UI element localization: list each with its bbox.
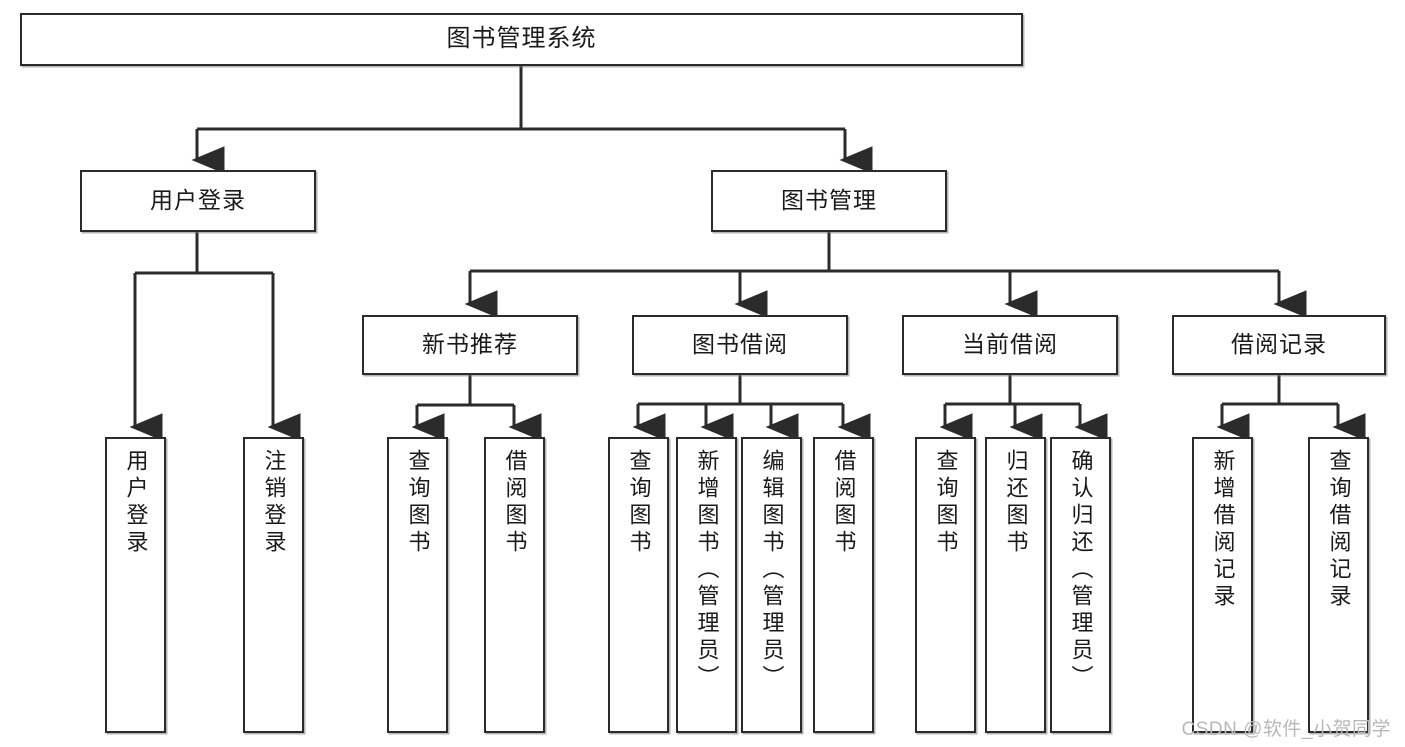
node-leaf-user-logout[interactable]: 注销登录: [243, 437, 304, 733]
node-label: 图书借阅: [692, 331, 788, 358]
node-leaf-add-book[interactable]: 新增图书（管理员）: [676, 437, 737, 733]
node-label: 查询图书: [933, 449, 959, 557]
node-leaf-user-login[interactable]: 用户登录: [105, 437, 166, 733]
node-leaf-query-book-2[interactable]: 查询图书: [608, 437, 669, 733]
node-book-borrow[interactable]: 图书借阅: [632, 315, 848, 375]
node-label: 编辑图书（管理员）: [759, 449, 785, 692]
node-root-system[interactable]: 图书管理系统: [20, 13, 1023, 66]
node-label: 借阅记录: [1231, 331, 1327, 358]
node-leaf-borrow-book-2[interactable]: 借阅图书: [813, 437, 874, 733]
node-user-login[interactable]: 用户登录: [80, 170, 316, 232]
node-leaf-query-book-3[interactable]: 查询图书: [915, 437, 976, 733]
node-label: 图书管理系统: [446, 25, 597, 53]
node-leaf-borrow-book-1[interactable]: 借阅图书: [484, 437, 545, 733]
node-label: 借阅图书: [831, 449, 857, 557]
node-leaf-edit-book[interactable]: 编辑图书（管理员）: [741, 437, 802, 733]
watermark-text: CSDN @软件_小贺同学: [1181, 719, 1391, 740]
node-borrow-record[interactable]: 借阅记录: [1172, 315, 1386, 375]
node-label: 当前借阅: [962, 331, 1058, 358]
node-book-manage[interactable]: 图书管理: [711, 170, 947, 232]
node-leaf-query-book-1[interactable]: 查询图书: [387, 437, 448, 733]
node-label: 用户登录: [123, 449, 149, 557]
node-leaf-return-book[interactable]: 归还图书: [985, 437, 1046, 733]
node-new-book-recommend[interactable]: 新书推荐: [362, 315, 578, 375]
node-current-borrow[interactable]: 当前借阅: [902, 315, 1118, 375]
node-label: 新增借阅记录: [1210, 449, 1236, 611]
node-leaf-query-record[interactable]: 查询借阅记录: [1308, 437, 1369, 733]
node-label: 新书推荐: [422, 331, 518, 358]
node-leaf-add-record[interactable]: 新增借阅记录: [1192, 437, 1253, 733]
node-label: 查询借阅记录: [1326, 449, 1352, 611]
node-label: 确认归还（管理员）: [1068, 449, 1094, 692]
node-label: 归还图书: [1003, 449, 1029, 557]
node-leaf-confirm-return[interactable]: 确认归还（管理员）: [1050, 437, 1111, 733]
node-label: 新增图书（管理员）: [694, 449, 720, 692]
node-label: 注销登录: [261, 449, 287, 557]
node-label: 借阅图书: [502, 449, 528, 557]
node-label: 查询图书: [626, 449, 652, 557]
node-label: 图书管理: [781, 187, 877, 214]
node-label: 用户登录: [150, 187, 246, 214]
node-label: 查询图书: [405, 449, 431, 557]
